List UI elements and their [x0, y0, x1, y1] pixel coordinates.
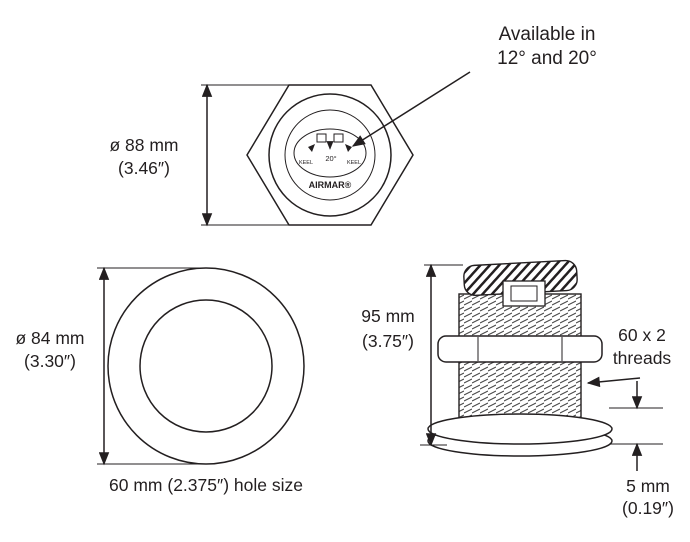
callout-line1: Available in: [499, 24, 596, 45]
inner-face-circle: [284, 109, 376, 201]
locking-nut: [437, 335, 603, 363]
face-tab-left: [316, 133, 327, 143]
keel-label-left: KEEL: [299, 160, 313, 166]
callout-available: Available in 12° and 20°: [351, 24, 597, 147]
ring-view: ø 84 mm (3.30″) 60 mm (2.375″) hole size: [15, 266, 305, 495]
outer-face-circle: [268, 93, 392, 217]
face-tab-right: [333, 133, 344, 143]
beam-angle-label: 20°: [325, 154, 336, 163]
ring-outer-circle: [107, 267, 305, 465]
side-view: 95 mm (3.75″) 60 x 2 threads 5 mm (0.19″…: [361, 259, 674, 518]
dim-88-line1: ø 88 mm: [109, 135, 178, 155]
dim-88-line2: (3.46″): [118, 158, 170, 178]
dim-84-line2: (3.30″): [24, 351, 76, 371]
brand-label: AIRMAR®: [309, 180, 352, 190]
keel-arrow-left-icon: [308, 144, 315, 152]
callout-arrow-icon: [351, 71, 471, 147]
thread-arrow-icon: [586, 376, 641, 388]
top-view: KEEL KEEL 20° AIRMAR® ø 88 mm (3.46″): [109, 83, 414, 227]
hole-size-label: 60 mm (2.375″) hole size: [109, 475, 303, 495]
transducer-element-ellipse: [293, 128, 367, 178]
dim-5-line2: (0.19″): [622, 498, 674, 518]
cap-connector-inner: [510, 285, 538, 302]
dim-5-line1: 5 mm: [626, 476, 670, 496]
ring-inner-circle: [139, 299, 273, 433]
keel-label-right: KEEL: [347, 160, 361, 166]
dim-95-line1: 95 mm: [361, 306, 414, 326]
thread-label-line2: threads: [613, 348, 672, 368]
callout-line2: 12° and 20°: [497, 48, 597, 69]
flange-top: [427, 413, 613, 445]
dim-95-line2: (3.75″): [362, 331, 414, 351]
keel-arrow-right-icon: [345, 144, 352, 152]
thread-label-line1: 60 x 2: [618, 325, 666, 345]
dim-84-line1: ø 84 mm: [15, 328, 84, 348]
